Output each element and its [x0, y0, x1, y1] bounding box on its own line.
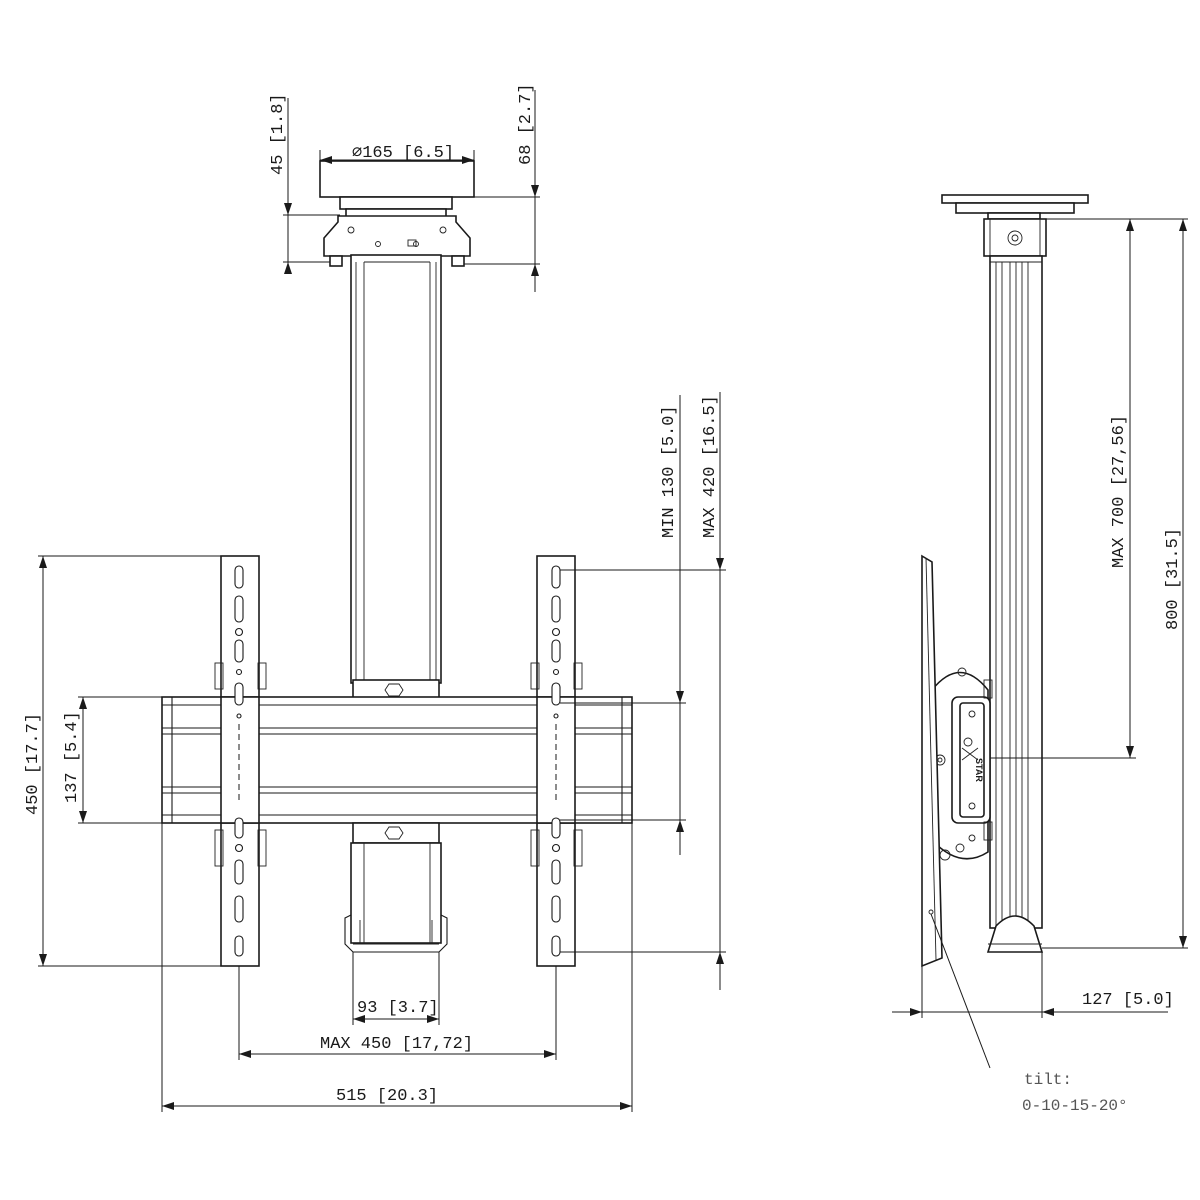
dim-overall-pole: 800 [31.5]	[1164, 528, 1183, 630]
front-view	[161, 160, 633, 967]
front-dimensions: ⌀165 [6.5] 45 [1.8] 68 [2.7] MIN 130 [5.…	[24, 83, 726, 1112]
side-ceiling-plate	[941, 194, 1089, 204]
tilt-values: 0-10-15-20°	[1022, 1097, 1128, 1115]
side-head-bracket	[983, 218, 1047, 257]
column	[350, 254, 442, 684]
dim-min-drop: MIN 130 [5.0]	[660, 405, 679, 538]
dim-rail-height: 137 [5.4]	[63, 711, 82, 803]
svg-text:STAR: STAR	[974, 758, 984, 782]
lower-clamp	[352, 822, 440, 844]
dim-depth: 127 [5.0]	[1082, 991, 1174, 1010]
side-dimensions: MAX 700 [27,56] 800 [31.5] 127 [5.0] til…	[892, 218, 1188, 1115]
side-view: STAR	[921, 194, 1089, 968]
left-strip-slots	[234, 565, 244, 957]
dim-plate-height: 45 [1.8]	[269, 93, 288, 175]
head-bracket	[323, 215, 471, 257]
dim-overall-width: 515 [20.3]	[336, 1087, 438, 1106]
dim-max-hole-spacing: MAX 450 [17,72]	[320, 1035, 473, 1054]
dim-clamp-width: 93 [3.7]	[357, 999, 439, 1018]
dim-plate-diameter: ⌀165 [6.5]	[352, 144, 454, 163]
tilt-label: tilt:	[1024, 1071, 1072, 1089]
ceiling-plate	[319, 160, 475, 198]
dim-max-drop: MAX 420 [16.5]	[701, 395, 720, 538]
dim-head-height: 68 [2.7]	[517, 83, 536, 165]
dim-overall-height: 450 [17.7]	[24, 713, 43, 815]
side-end-cap	[986, 915, 1044, 953]
dim-max-pole: MAX 700 [27,56]	[1110, 415, 1129, 568]
side-display-strip	[921, 554, 943, 968]
right-strip-slots	[551, 565, 561, 957]
brand-logo: STAR	[961, 737, 984, 782]
